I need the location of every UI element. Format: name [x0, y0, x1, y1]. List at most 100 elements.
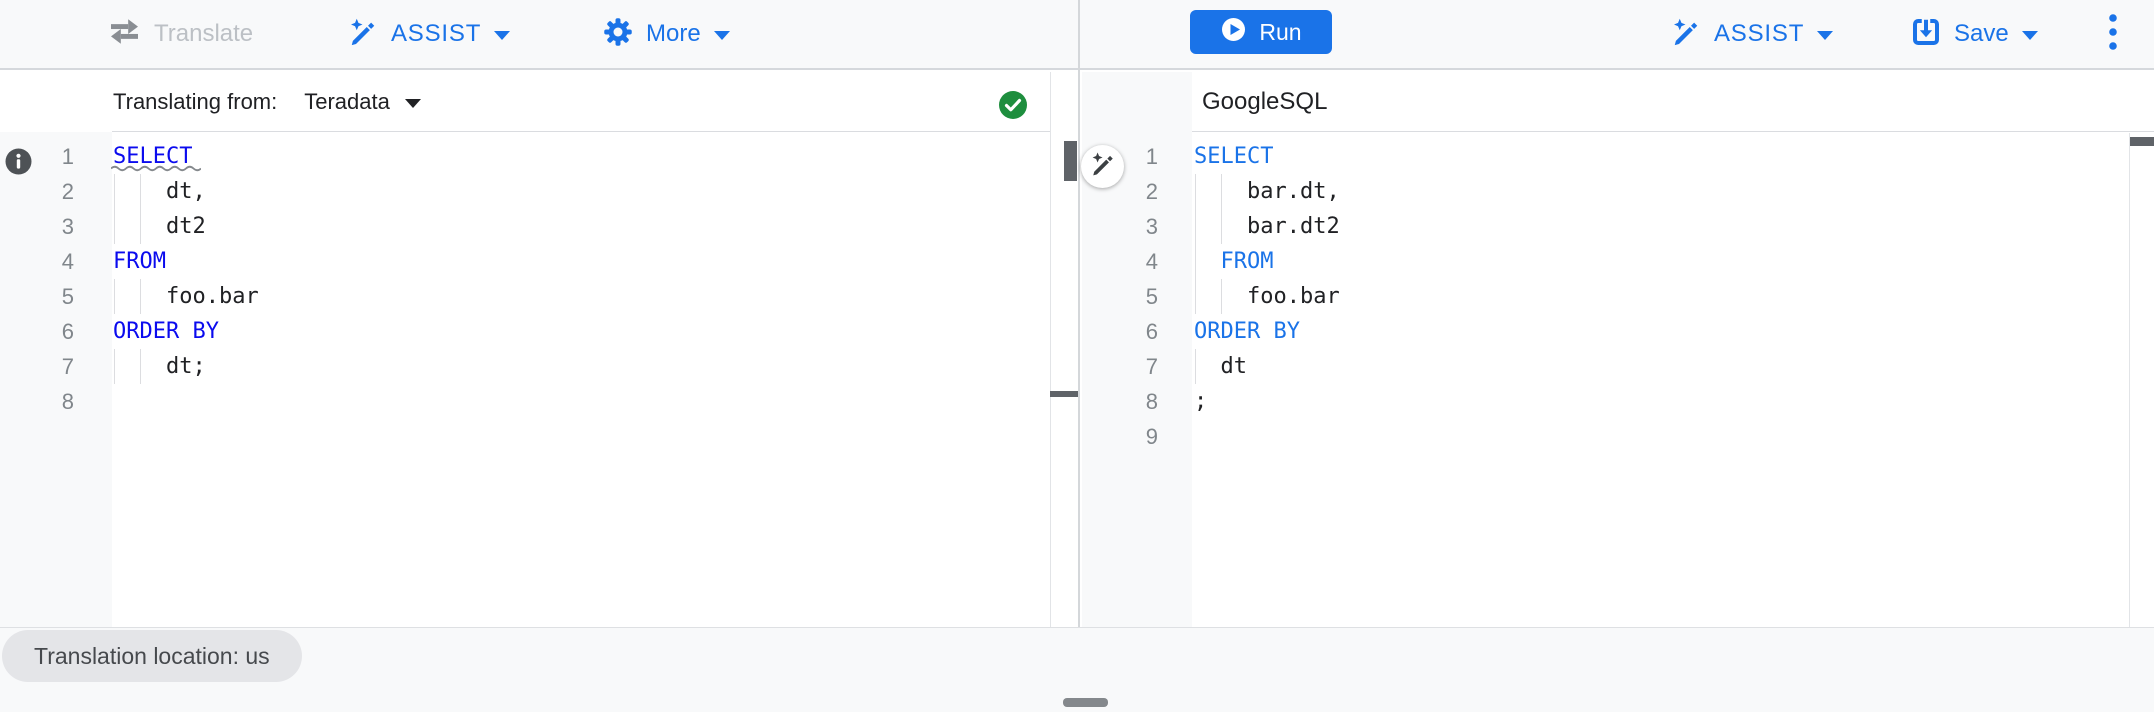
sql-keyword: ORDER BY — [113, 319, 219, 344]
code-line: 7 dt — [1082, 349, 2127, 384]
translating-from-label: Translating from: — [113, 88, 278, 114]
panel-divider — [1078, 0, 1080, 627]
indent-guide — [1195, 349, 1196, 384]
indent-guide — [114, 349, 115, 384]
sql-text: foo.bar — [113, 284, 259, 309]
run-label: Run — [1259, 18, 1302, 45]
sql-text: dt, — [113, 179, 206, 204]
top-toolbar: Translate ASSIST — [0, 0, 2154, 70]
assist-button-right[interactable]: ASSIST — [1671, 0, 1834, 68]
inline-assist-button[interactable] — [1081, 145, 1124, 188]
save-button[interactable]: Save — [1911, 0, 2038, 68]
line-number: 6 — [61, 319, 74, 344]
source-dialect-dropdown[interactable]: Teradata — [304, 89, 421, 115]
line-number: 4 — [61, 249, 74, 274]
code-line: 5 foo.bar — [1082, 279, 2127, 314]
assist-label: ASSIST — [391, 20, 482, 47]
translate-label: Translate — [154, 20, 254, 47]
indent-guide — [140, 209, 142, 244]
sql-keyword: FROM — [113, 249, 166, 274]
sql-keyword: FROM — [1220, 249, 1274, 274]
source-header-divider — [112, 131, 1050, 132]
indent-guide — [114, 209, 115, 244]
source-scrollbar-track — [1050, 72, 1051, 627]
line-number: 1 — [61, 144, 74, 169]
sql-keyword: ORDER BY — [1194, 319, 1300, 344]
sql-keyword: SELECT — [111, 139, 201, 174]
code-line: 1 SELECT — [0, 139, 1048, 174]
target-scrollbar-track — [2129, 133, 2130, 627]
sql-keyword: SELECT — [1194, 144, 1274, 169]
line-number: 2 — [61, 179, 74, 204]
code-line: 3 bar.dt2 — [1082, 209, 2127, 244]
translation-location-chip: Translation location: us — [2, 630, 302, 682]
line-number: 1 — [1145, 144, 1158, 169]
code-line: 4 FROM — [1082, 244, 2127, 279]
check-circle-icon — [998, 90, 1028, 120]
code-line: 6 ORDER BY — [0, 314, 1048, 349]
indent-guide — [140, 279, 142, 314]
source-horizontal-scrollbar-thumb[interactable] — [1050, 391, 1078, 397]
assist-right-label: ASSIST — [1714, 20, 1805, 47]
code-line: 8 — [0, 384, 1048, 419]
sql-text: dt — [1194, 354, 1247, 379]
more-button[interactable]: More — [603, 0, 730, 68]
line-number: 5 — [61, 284, 74, 309]
code-line: 1 SELECT — [1082, 139, 2127, 174]
target-dialect-label: GoogleSQL — [1202, 87, 1328, 115]
indent-guide — [1195, 244, 1196, 279]
code-line: 4 FROM — [0, 244, 1048, 279]
indent-guide — [114, 174, 115, 209]
source-editor-gutter — [0, 132, 112, 627]
indent-guide — [1195, 174, 1196, 209]
line-number: 3 — [61, 214, 74, 239]
caret-down-icon — [404, 99, 421, 108]
line-number: 3 — [1145, 214, 1158, 239]
target-vertical-scrollbar-thumb[interactable] — [2130, 137, 2154, 146]
line-number: 7 — [61, 354, 74, 379]
play-circle-icon — [1220, 16, 1247, 48]
more-label: More — [646, 20, 701, 47]
swap-arrows-icon — [108, 18, 141, 50]
line-number: 4 — [1145, 249, 1158, 274]
gear-icon — [603, 17, 633, 52]
sql-text: dt; — [113, 354, 206, 379]
caret-down-icon — [494, 31, 511, 40]
target-panel-header: GoogleSQL — [1192, 72, 2154, 132]
sql-text: bar.dt2 — [1194, 214, 1340, 239]
save-label: Save — [1954, 20, 2009, 47]
kebab-menu-icon — [2106, 12, 2120, 57]
source-vertical-scrollbar-thumb[interactable] — [1064, 141, 1077, 181]
pen-sparkle-icon — [1671, 17, 1701, 52]
indent-guide — [1221, 279, 1223, 314]
overflow-menu-button[interactable] — [2106, 0, 2120, 68]
source-dialect-value: Teradata — [304, 88, 390, 114]
line-number: 7 — [1145, 354, 1158, 379]
assist-button-left[interactable]: ASSIST — [348, 0, 511, 68]
sql-text: bar.dt, — [1194, 179, 1340, 204]
run-button[interactable]: Run — [1190, 10, 1332, 54]
bottom-resize-handle[interactable] — [1063, 698, 1108, 707]
indent-guide — [114, 279, 115, 314]
code-line: 2 dt, — [0, 174, 1048, 209]
indent-guide — [140, 349, 142, 384]
line-number: 2 — [1145, 179, 1158, 204]
indent-guide — [1221, 209, 1223, 244]
code-line: 7 dt; — [0, 349, 1048, 384]
code-line: 6 ORDER BY — [1082, 314, 2127, 349]
pen-sparkle-icon — [348, 17, 378, 52]
indent-guide — [1221, 174, 1223, 209]
line-number: 8 — [1145, 389, 1158, 414]
line-number: 8 — [61, 389, 74, 414]
sql-text: foo.bar — [1194, 284, 1340, 309]
translate-button[interactable]: Translate — [108, 0, 253, 68]
code-line: 5 foo.bar — [0, 279, 1048, 314]
info-circle-icon[interactable] — [5, 148, 32, 175]
caret-down-icon — [713, 31, 730, 40]
indent-guide — [1195, 209, 1196, 244]
pen-sparkle-icon — [1090, 151, 1116, 182]
line-number: 6 — [1145, 319, 1158, 344]
